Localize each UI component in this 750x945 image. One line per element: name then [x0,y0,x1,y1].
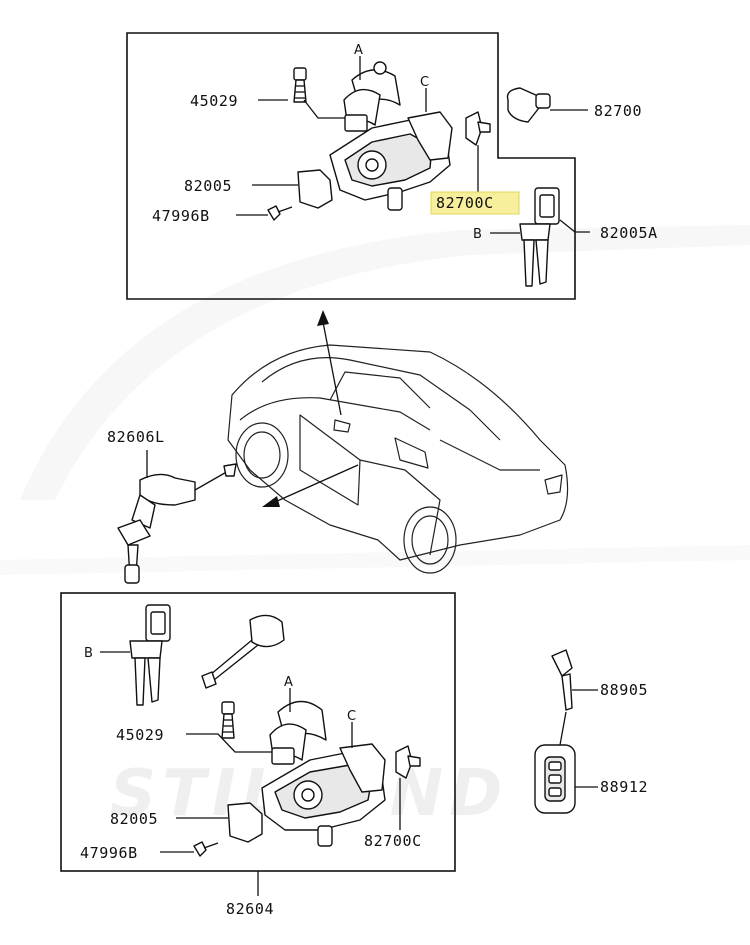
key-blade-88905 [551,649,573,711]
label-82005a: 82005A [600,224,658,242]
label-47996b-top: 47996B [152,207,210,225]
label-a-top: A [354,43,363,58]
door-lock-82606l [117,463,237,584]
bolt-45029-top [293,67,307,103]
top-lock-assembly [329,61,453,211]
top-frame [126,32,576,300]
highlight-82700c [430,191,520,215]
label-82606l: 82606L [107,428,165,446]
label-88912: 88912 [600,778,648,796]
label-47996b-bottom: 47996B [80,844,138,862]
knob-82700 [506,87,551,123]
label-82700: 82700 [594,102,642,120]
label-82700c-top: 82700C [436,194,494,212]
label-82005-bottom: 82005 [110,810,158,828]
label-c-top: C [420,75,429,90]
label-b-bottom: B [84,646,93,661]
screw-47996b-bottom [193,841,219,857]
bracket-82005-bottom [227,802,263,843]
bolt-45029-bottom [221,701,235,739]
bottom-lock-assembly [261,700,386,847]
label-a-bottom: A [284,675,293,690]
label-c-bottom: C [347,709,356,724]
bracket-82005-top [297,169,333,209]
label-82005-top: 82005 [184,177,232,195]
car-outline [227,344,569,574]
screw-47996b-top [267,205,293,221]
key-82005a [519,187,560,287]
label-82604: 82604 [226,900,274,918]
remote-88912 [534,711,576,814]
label-b-top: B [473,227,482,242]
watermark-swoosh [0,225,750,575]
key-b-bottom [129,604,171,706]
label-45029-top: 45029 [190,92,238,110]
clip-82700c-top [465,111,491,146]
label-88905: 88905 [600,681,648,699]
label-82700c-bottom: 82700C [364,832,422,850]
arrow-up [317,310,342,416]
arrow-left [262,464,359,507]
lock-cylinder-bottom [201,614,285,689]
label-45029-bottom: 45029 [116,726,164,744]
clip-82700c-bottom [395,745,421,779]
